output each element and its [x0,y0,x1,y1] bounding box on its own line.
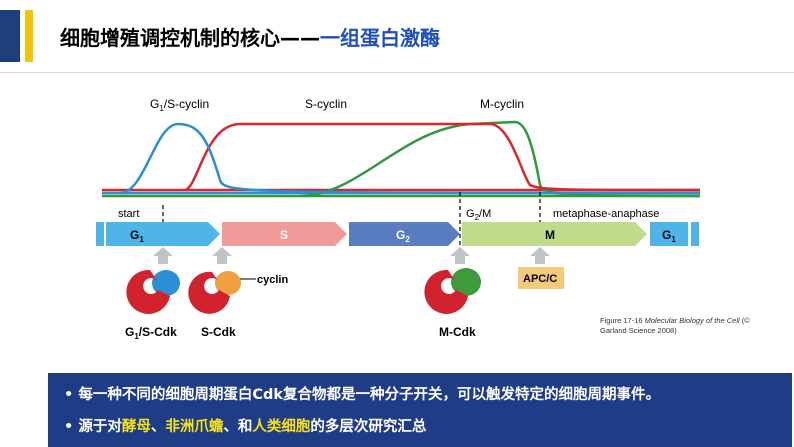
m-cyclin-label: M-cyclin [480,97,524,111]
title-main-text: 细胞增殖调控机制的核心—— [60,26,320,50]
g1s-cdk-label: G1/S-Cdk [125,325,177,341]
phase-arrow-g2 [349,222,460,246]
title-accent-stripe [25,10,33,62]
bullet-dot: • [64,387,74,403]
m-cdk-label: M-Cdk [439,325,476,339]
g1s-cdk-complex [126,269,180,314]
highlight-human-cells: 人类细胞 [252,419,311,435]
s-cdk-complex [188,271,241,314]
phase-label-s: S [280,228,288,242]
phase-label-m: M [545,228,555,242]
phase-arrow-s [222,222,347,246]
figure-credit: Figure 17-16 Molecular Biology of the Ce… [600,316,770,336]
highlight-xenopus: 非洲爪蟾 [165,419,224,435]
credit-rest: (© Garland Science 2008) [600,316,750,335]
s-cdk-label: S-Cdk [201,325,236,339]
bullet-dot: • [64,419,74,435]
summary-bullet-1: • 每一种不同的细胞周期蛋白Cdk复合物都是一种分子开关，可以触发特定的细胞周期… [64,383,660,404]
m-cdk-complex [424,268,481,314]
cyclin-label: cyclin [257,274,288,286]
title-highlight-text: 一组蛋白激酶 [320,26,440,50]
phase-arrow-m [462,222,647,246]
s-cyclin-curve [184,122,701,192]
summary-box [48,373,792,447]
g1s-cyclin-shape [152,270,180,296]
start-label: start [118,208,139,220]
title-divider [0,72,794,73]
bullet-2-post: 的多层次研究汇总 [310,419,427,435]
phase-bar-end-cap [691,222,699,246]
phase-label-g1: G1 [130,228,144,244]
summary-bullet-2: • 源于对酵母、非洲爪蟾、和人类细胞的多层次研究汇总 [64,415,426,436]
apc-box [518,267,564,289]
title-accent-bar [0,10,20,62]
g2m-label: G2/M [466,208,491,222]
s-cyclin-label: S-cyclin [305,97,347,111]
g1s-cdk-arrow [153,247,173,264]
s-cdk-arrow [212,247,232,264]
phase-arrow-g1-next [650,222,688,246]
phase-arrow-g1 [106,222,220,246]
g1s-cdk-shape [126,269,170,314]
m-cyclin-shape [451,268,481,296]
phase-label-g1-next: G1 [662,228,676,244]
s-cdk-shape [188,271,230,314]
highlight-yeast: 酵母 [121,419,151,435]
m-cdk-shape [424,269,468,314]
bullet-2-sep2: 、和 [223,419,253,435]
bullet-2-pre: 源于对 [78,419,122,435]
m-cyclin-curve [299,120,701,198]
summary-bullet-1-text: 每一种不同的细胞周期蛋白Cdk复合物都是一种分子开关，可以触发特定的细胞周期事件… [78,387,661,403]
bullet-2-sep1: 、 [150,419,166,435]
apc-arrow [530,247,550,264]
credit-figure-number: Figure 17-16 [600,316,643,325]
m-cdk-arrow [450,247,470,264]
s-cyclin-shape [215,271,241,295]
credit-book-title: Molecular Biology of the Cell [644,316,740,325]
g1s-cyclin-curve [119,122,701,195]
metaphase-anaphase-label: metaphase-anaphase [553,208,659,220]
cell-cycle-diagram: G1/S-cyclin S-cyclin M-cyclin start G2/M… [96,97,701,341]
page-title: 细胞增殖调控机制的核心——一组蛋白激酶 [60,22,440,51]
phase-bar-start-cap [96,222,104,246]
phase-label-g2: G2 [396,228,410,244]
apc-label: APC/C [523,273,557,285]
g1s-cyclin-label: G1/S-cyclin [150,97,209,113]
